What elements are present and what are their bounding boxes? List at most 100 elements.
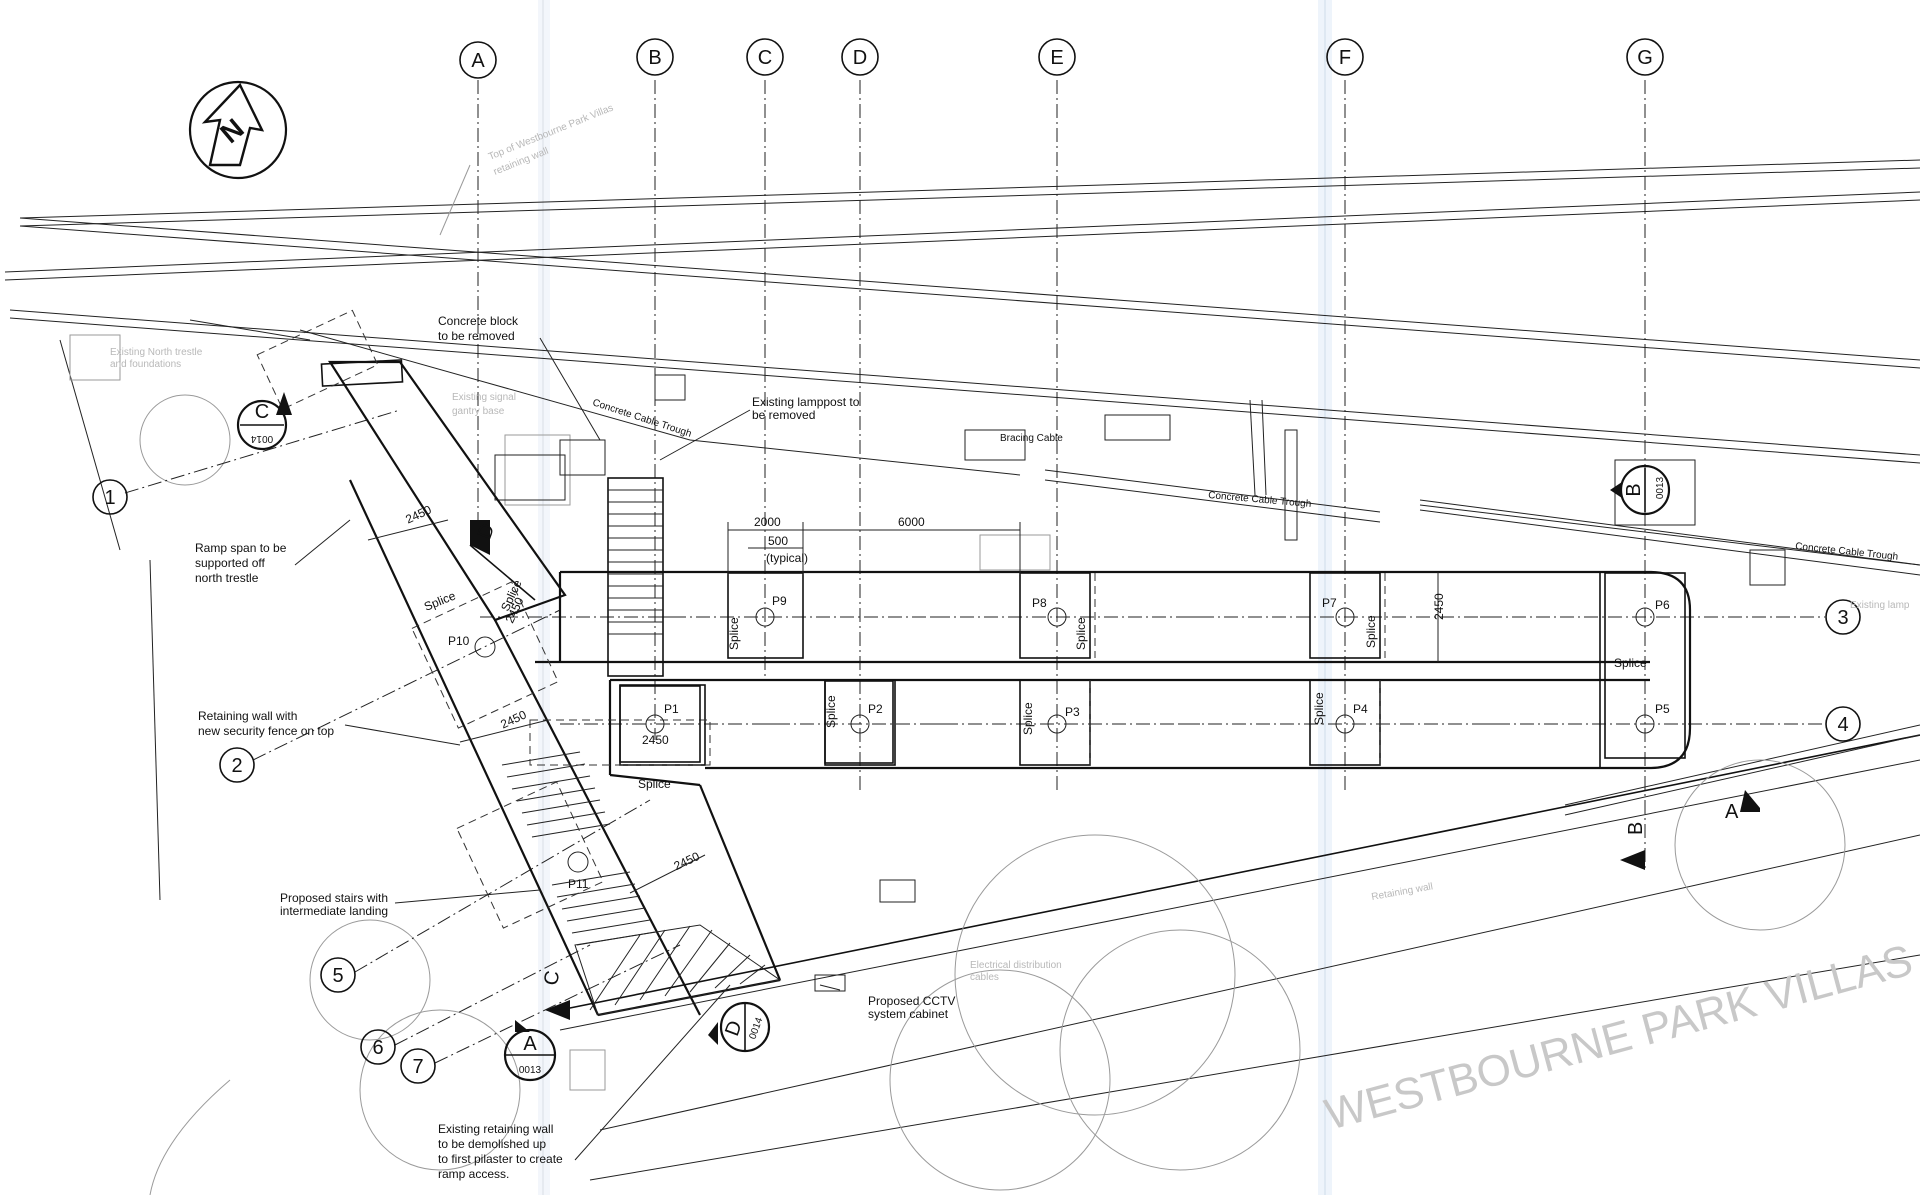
svg-text:C: C <box>758 47 772 69</box>
svg-text:P4: P4 <box>1353 702 1368 716</box>
dim-2450-ramp: 2450 <box>403 502 433 526</box>
svg-text:E: E <box>1050 47 1063 69</box>
svg-text:P11: P11 <box>568 877 589 891</box>
svg-text:Proposed CCTV: Proposed CCTV <box>868 994 955 1008</box>
label-cable-trough-1: Concrete Cable Trough <box>591 397 693 439</box>
svg-text:D: D <box>721 1018 747 1039</box>
svg-text:A: A <box>471 50 485 72</box>
svg-text:0014: 0014 <box>250 433 273 444</box>
section-marker-B-top: B 0013 <box>1610 464 1671 516</box>
svg-text:Top of Westbourne Park Villas: Top of Westbourne Park Villas <box>487 103 615 163</box>
pier-P10: P10 <box>448 634 496 658</box>
svg-text:P8: P8 <box>1032 596 1047 610</box>
svg-text:Existing signal: Existing signal <box>452 392 516 403</box>
splice-label: Splice <box>824 695 838 728</box>
grid-bubble-F: F <box>1326 38 1364 76</box>
note-retaining-wall-fence: Retaining wall with new security fence o… <box>198 709 334 738</box>
svg-text:B: B <box>1625 822 1647 835</box>
svg-text:to be demolished up: to be demolished up <box>438 1137 546 1151</box>
svg-text:C: C <box>540 969 564 987</box>
grid-bubble-6: 6 <box>360 1029 396 1065</box>
piers: P1 P2 P3 P4 P5 P6 P7 P8 P9 P10 P11 <box>448 594 1670 891</box>
section-marker-A-left: A 0013 <box>503 1020 557 1082</box>
section-marker-C-top: C 0014 <box>236 392 292 451</box>
svg-text:ramp access.: ramp access. <box>438 1167 509 1181</box>
bridge-deck <box>535 570 1692 775</box>
grid-bubble-G: G <box>1626 38 1664 76</box>
svg-text:Existing lamppost to: Existing lamppost to <box>752 395 860 409</box>
faint-electrical-note: Electrical distribution cables <box>970 960 1062 983</box>
splice-label: Splice <box>1021 702 1035 735</box>
splice-label: Splice <box>638 777 671 791</box>
section-marker-D-bottom: D 0014 <box>708 1001 771 1053</box>
pier-P1: P1 <box>619 685 701 763</box>
column-bubbles: A B C D E F G <box>459 38 1664 79</box>
paper-fold-marks <box>538 0 1332 1195</box>
svg-text:be removed: be removed <box>752 408 815 422</box>
svg-text:Electrical distribution: Electrical distribution <box>970 960 1062 971</box>
svg-text:5: 5 <box>332 965 343 987</box>
faint-retaining-note: Retaining wall <box>1371 881 1434 903</box>
dim-2450-bridge: 2450 <box>1432 593 1446 620</box>
svg-text:north trestle: north trestle <box>195 571 259 585</box>
svg-text:Existing North trestle: Existing North trestle <box>110 347 203 358</box>
svg-text:6: 6 <box>372 1037 383 1059</box>
grid-bubble-B: B <box>636 38 674 76</box>
svg-text:P5: P5 <box>1655 702 1670 716</box>
grid-bubble-C: C <box>746 38 784 76</box>
note-proposed-stairs: Proposed stairs with intermediate landin… <box>280 891 388 918</box>
svg-text:7: 7 <box>412 1056 423 1078</box>
splice-label: Splice <box>1312 692 1326 725</box>
column-gridlines <box>477 80 1646 870</box>
grid-bubble-E: E <box>1038 38 1076 76</box>
svg-text:F: F <box>1339 47 1351 69</box>
faint-top-wall-note: Top of Westbourne Park Villas retaining … <box>487 103 615 178</box>
dim-6000: 6000 <box>898 515 925 529</box>
svg-text:A: A <box>523 1033 537 1055</box>
svg-text:cables: cables <box>970 972 999 983</box>
svg-text:to be removed: to be removed <box>438 329 515 343</box>
grid-bubble-7: 7 <box>400 1048 436 1084</box>
svg-text:gantry base: gantry base <box>452 406 505 417</box>
svg-text:P7: P7 <box>1322 596 1337 610</box>
railway-tracks <box>4 159 1920 464</box>
section-marker-D-top: D <box>470 520 499 555</box>
svg-text:G: G <box>1637 47 1653 69</box>
pier-P9: P9 <box>755 594 787 627</box>
faint-existing-note: Existing lamp <box>1850 600 1910 611</box>
pier-P4: P4 <box>1335 702 1368 734</box>
north-arrow: N <box>188 80 288 180</box>
note-lamppost: Existing lamppost to be removed <box>752 395 860 422</box>
svg-text:D: D <box>853 47 867 69</box>
leader-lines <box>294 164 841 1161</box>
svg-text:Concrete block: Concrete block <box>438 314 519 328</box>
svg-text:A: A <box>1725 801 1739 823</box>
svg-text:Ramp span to be: Ramp span to be <box>195 541 287 555</box>
label-cable-trough-3: Concrete Cable Trough <box>1795 541 1899 563</box>
pier-P8: P8 <box>1032 596 1067 627</box>
pier-P5: P5 <box>1635 702 1670 734</box>
svg-text:P10: P10 <box>448 634 470 648</box>
note-concrete-block: Concrete block to be removed <box>438 314 519 343</box>
grid-bubble-1: 1 <box>92 479 128 515</box>
section-markers: C 0014 D B 0013 B A C <box>236 392 1760 1082</box>
svg-text:and foundations: and foundations <box>110 359 181 370</box>
svg-text:4: 4 <box>1837 714 1848 736</box>
note-cctv: Proposed CCTV system cabinet <box>868 994 955 1021</box>
svg-text:2: 2 <box>231 755 242 777</box>
svg-text:P6: P6 <box>1655 598 1670 612</box>
dim-2450-stair: 2450 <box>672 849 702 873</box>
pier-P11: P11 <box>567 851 589 891</box>
svg-text:P3: P3 <box>1065 705 1080 719</box>
section-marker-A-right: A <box>1725 790 1760 823</box>
trees-and-existing <box>69 334 1846 1195</box>
svg-text:to first pilaster to create: to first pilaster to create <box>438 1152 563 1166</box>
grid-bubble-5: 5 <box>320 957 356 993</box>
dim-2000: 2000 <box>754 515 781 529</box>
svg-text:Proposed stairs with: Proposed stairs with <box>280 891 388 905</box>
grid-bubble-D: D <box>841 38 879 76</box>
splice-label: Splice <box>1614 656 1647 670</box>
svg-text:3: 3 <box>1837 607 1848 629</box>
svg-text:0013: 0013 <box>519 1065 542 1076</box>
faint-trestle-note: Existing North trestle and foundations <box>110 347 203 370</box>
